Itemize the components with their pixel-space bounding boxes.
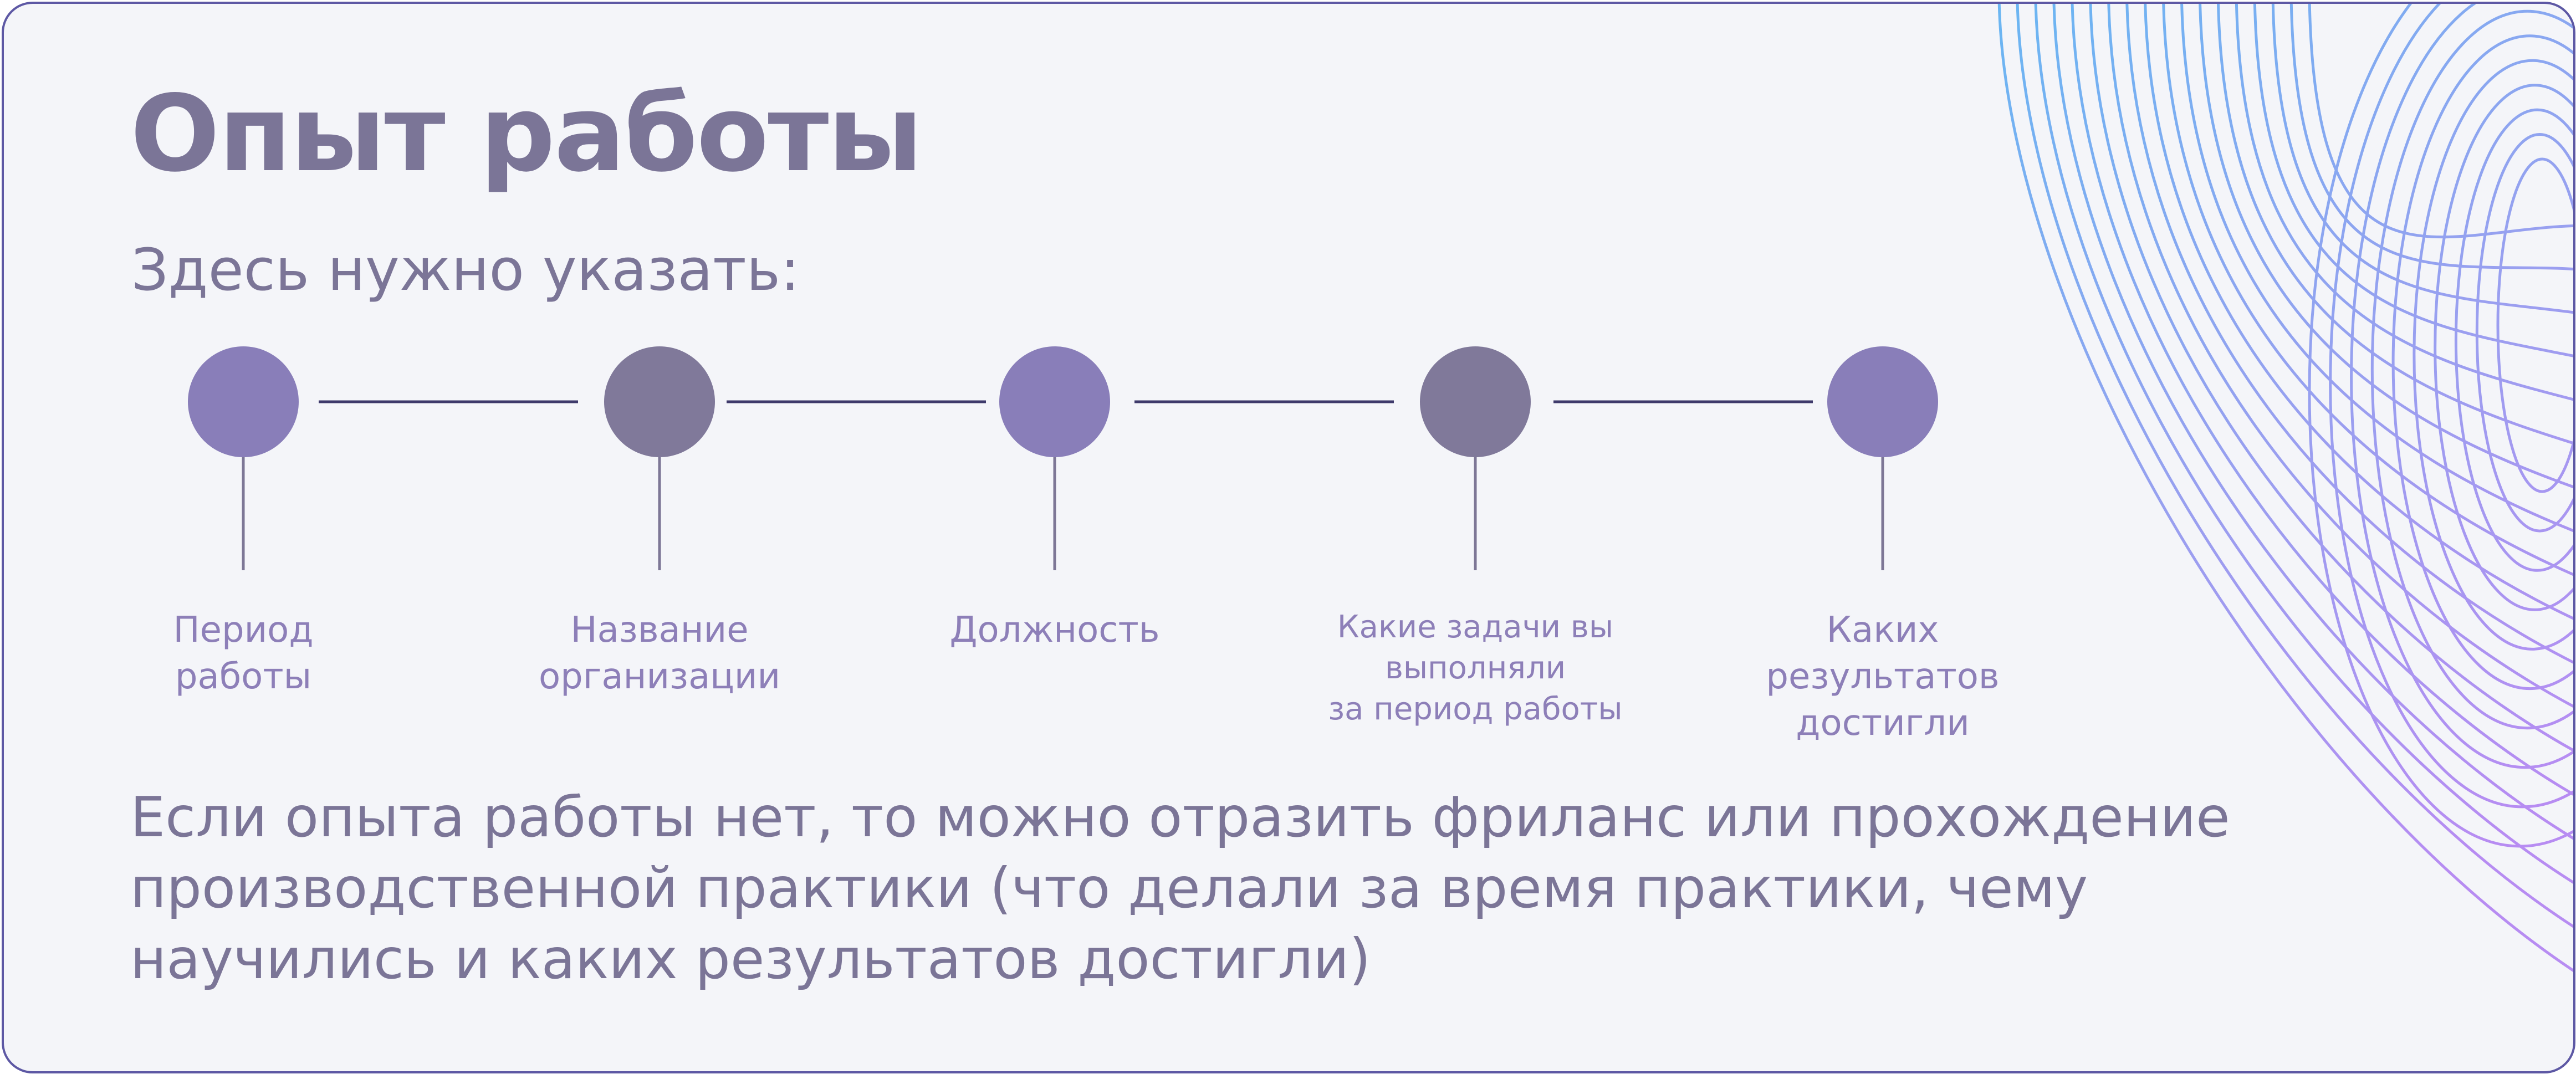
step-node [188,346,299,457]
step-node [999,346,1110,457]
no-experience-note: Если опыта работы нет, то можно отразить… [130,785,2230,991]
step-node [1420,346,1531,457]
step-node [604,346,715,457]
page-title: Опыт работы [130,73,923,195]
page-subtitle: Здесь нужно указать: [131,236,800,304]
timeline [188,346,1938,570]
step-label-tasks: Какие задачи вы выполняли за период рабо… [1328,609,1623,727]
step-label-position: Должность [949,610,1160,651]
step-label-results: Каких результатов достигли [1766,610,2000,744]
step-label-organization: Название организации [538,610,781,697]
step-node [1827,346,1938,457]
step-label-period: Период работы [173,610,314,697]
